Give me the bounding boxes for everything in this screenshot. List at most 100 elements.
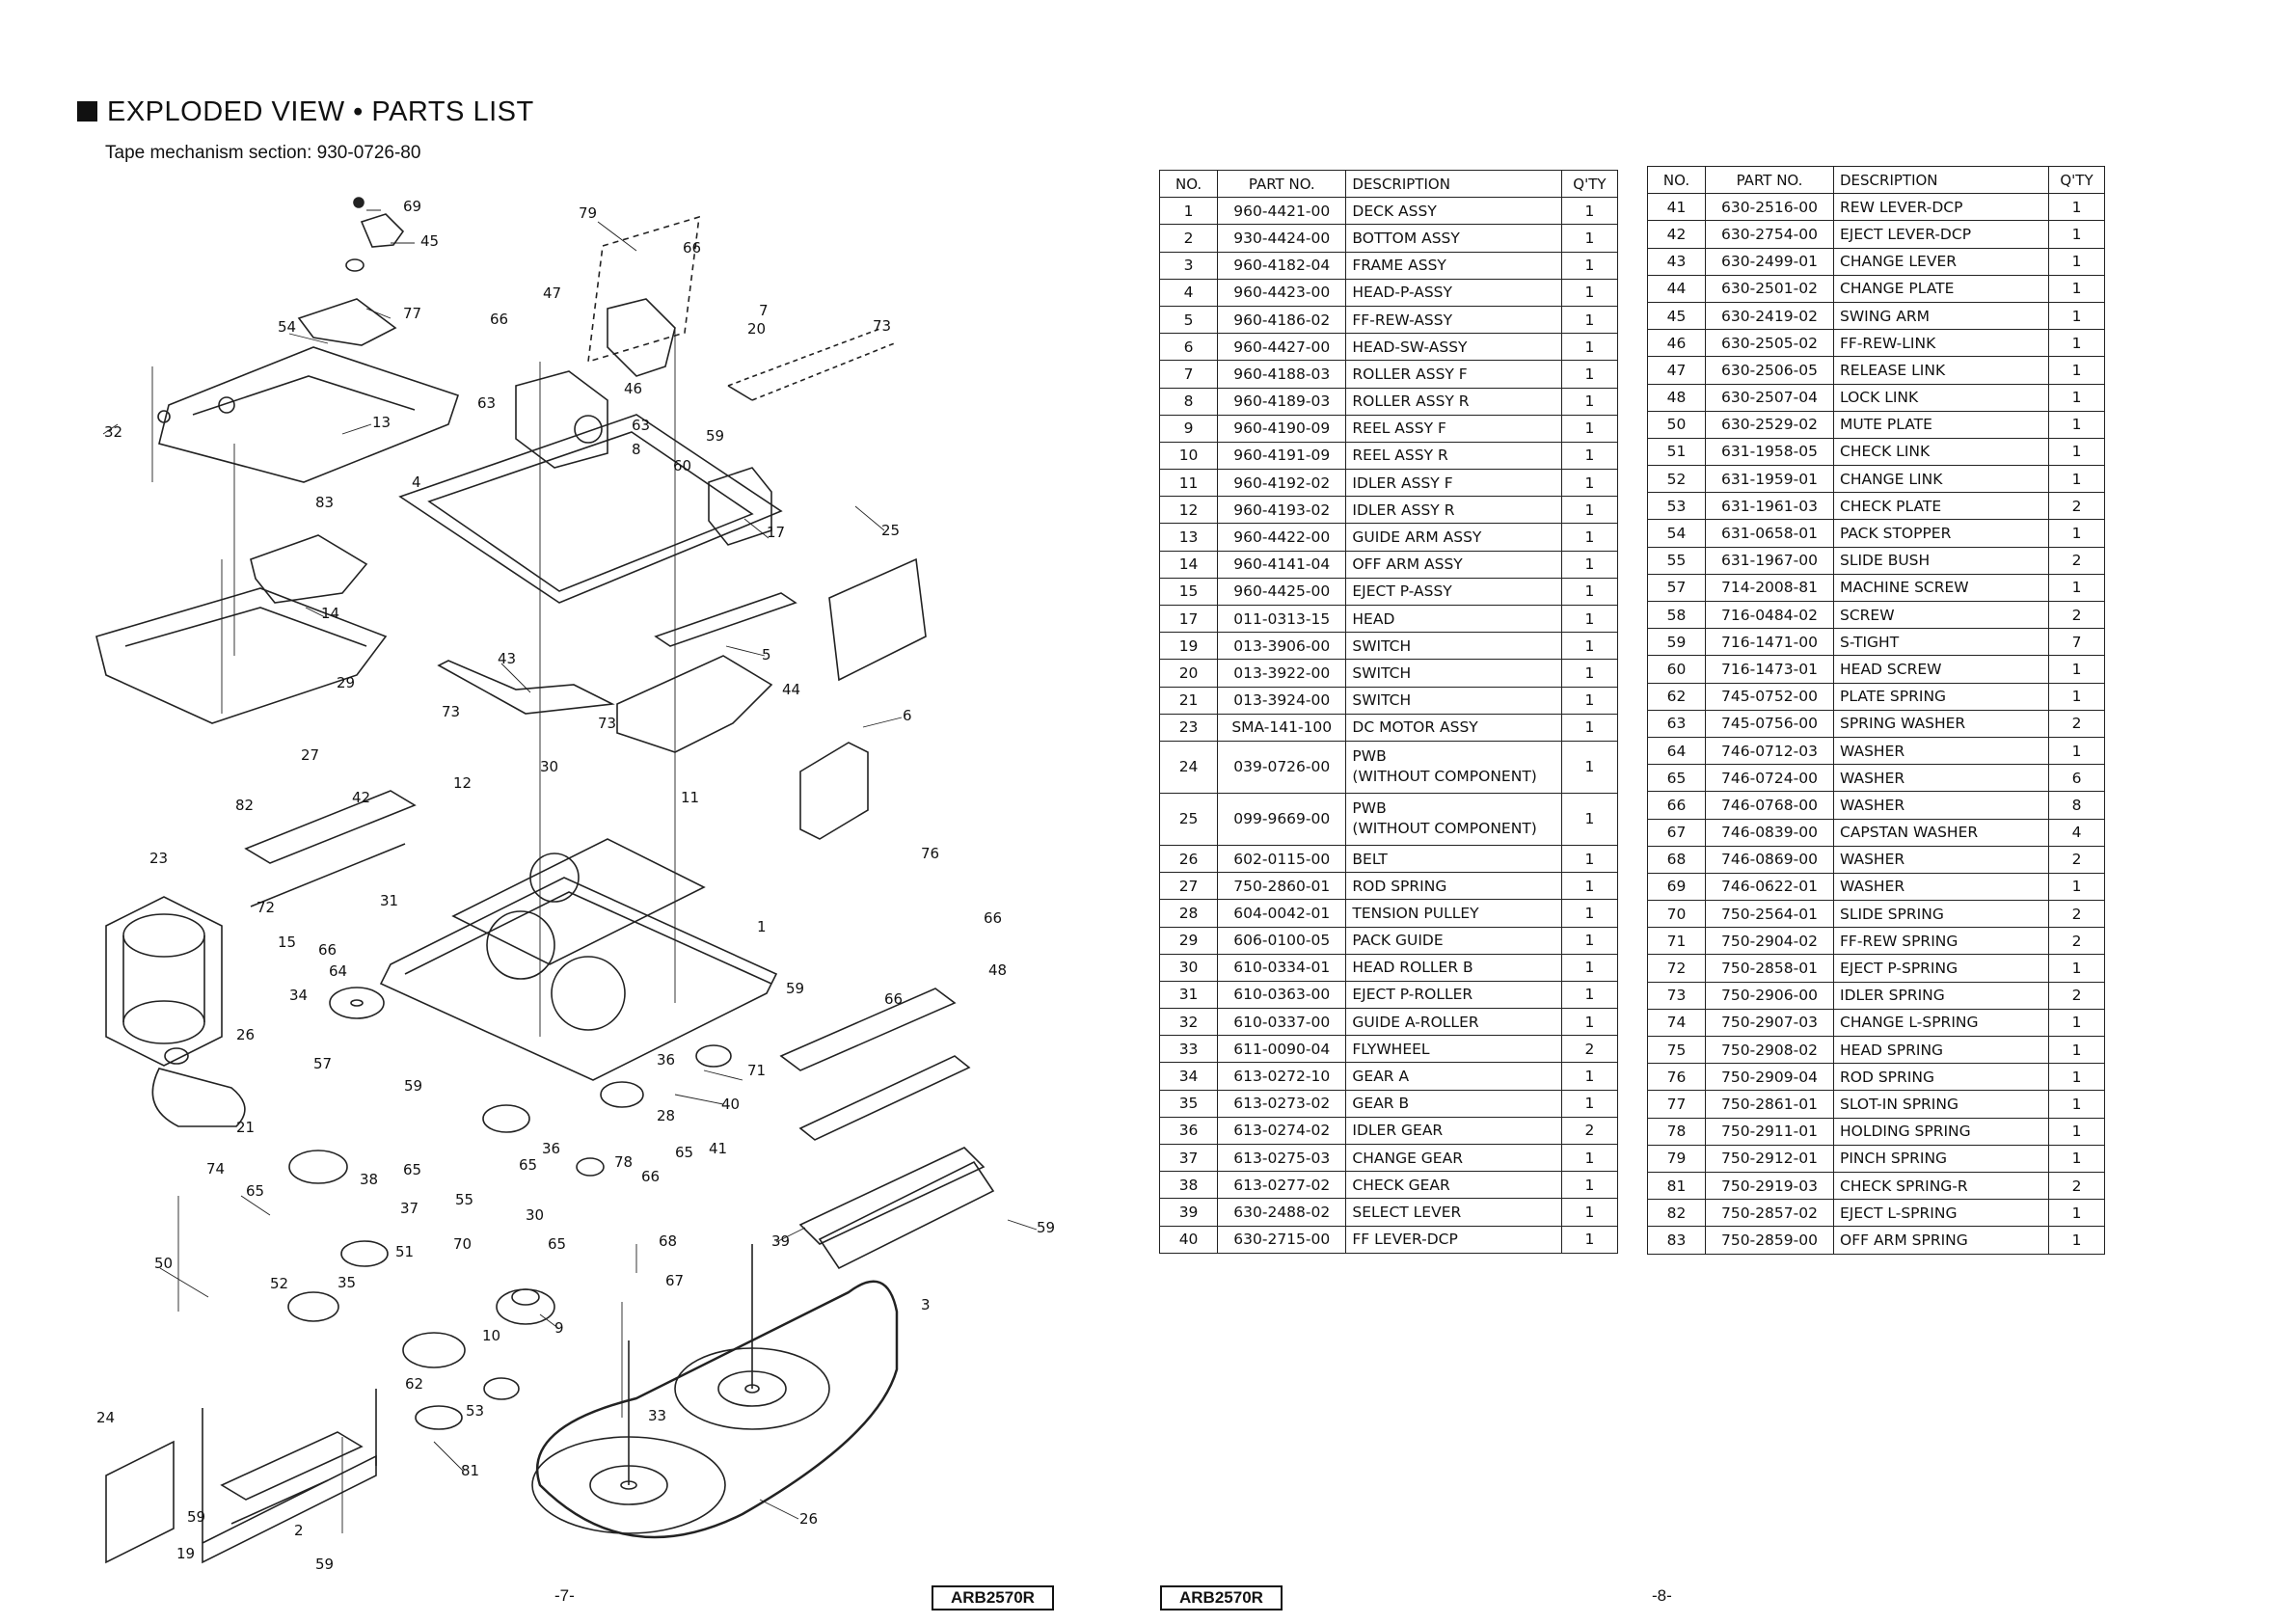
cell-no: 70	[1647, 900, 1706, 929]
col-header-description: DESCRIPTION	[1345, 169, 1562, 199]
cell-part-no: 630-2506-05	[1705, 356, 1834, 385]
cell-part-no: 960-4192-02	[1217, 469, 1347, 498]
svg-text:65: 65	[519, 1156, 537, 1174]
cell-qty: 1	[2048, 329, 2105, 358]
cell-part-no: 750-2906-00	[1705, 981, 1834, 1010]
cell-qty: 1	[2048, 193, 2105, 222]
cell-no: 40	[1158, 1225, 1219, 1254]
svg-text:30: 30	[526, 1206, 544, 1224]
svg-text:46: 46	[624, 380, 642, 397]
cell-no: 32	[1158, 1008, 1219, 1037]
cell-qty: 1	[2048, 872, 2105, 902]
cell-part-no: 750-2912-01	[1705, 1144, 1834, 1173]
cell-qty: 4	[2048, 818, 2105, 847]
cell-description: CAPSTAN WASHER	[1833, 818, 2049, 847]
svg-text:73: 73	[873, 317, 891, 335]
cell-description: SWITCH	[1345, 659, 1562, 688]
svg-text:54: 54	[278, 318, 296, 336]
cell-description: FF-REW-LINK	[1833, 329, 2049, 358]
svg-text:15: 15	[278, 934, 296, 951]
cell-description: EJECT LEVER-DCP	[1833, 220, 2049, 249]
svg-text:65: 65	[403, 1161, 421, 1178]
cell-no: 33	[1158, 1035, 1219, 1064]
cell-qty: 1	[1560, 550, 1619, 579]
svg-text:3: 3	[921, 1296, 931, 1313]
svg-text:4: 4	[412, 474, 421, 491]
cell-no: 20	[1158, 659, 1219, 688]
cell-no: 78	[1647, 1117, 1706, 1146]
cell-part-no: 750-2857-02	[1705, 1199, 1834, 1228]
cell-qty: 2	[2048, 927, 2105, 956]
svg-text:52: 52	[270, 1275, 288, 1292]
svg-text:47: 47	[543, 284, 561, 302]
cell-qty: 1	[2048, 220, 2105, 249]
cell-qty: 6	[2048, 764, 2105, 793]
svg-text:55: 55	[455, 1191, 473, 1208]
cell-no: 7	[1158, 360, 1219, 389]
cell-qty: 1	[1560, 686, 1619, 715]
cell-no: 13	[1158, 523, 1219, 552]
table-header-row: NO. PART NO. DESCRIPTION Q'TY	[1158, 169, 1619, 199]
cell-no: 47	[1647, 356, 1706, 385]
cell-no: 72	[1647, 954, 1706, 983]
cell-qty: 1	[2048, 356, 2105, 385]
cell-description: FF LEVER-DCP	[1345, 1225, 1562, 1254]
cell-description: HEAD SCREW	[1833, 655, 2049, 684]
cell-part-no: 750-2860-01	[1217, 872, 1347, 901]
svg-text:32: 32	[104, 423, 122, 441]
svg-text:59: 59	[187, 1508, 205, 1526]
svg-text:60: 60	[673, 457, 691, 474]
cell-description: HEAD-P-ASSY	[1345, 278, 1562, 307]
cell-description: PLATE SPRING	[1833, 682, 2049, 711]
col-header-no: NO.	[1158, 169, 1219, 199]
cell-description: BELT	[1345, 844, 1562, 874]
cell-description: SELECT LEVER	[1345, 1198, 1562, 1227]
svg-text:66: 66	[641, 1168, 660, 1185]
cell-part-no: 613-0277-02	[1217, 1171, 1347, 1200]
cell-qty: 1	[1560, 1062, 1619, 1091]
cell-part-no: 604-0042-01	[1217, 899, 1347, 928]
svg-text:28: 28	[657, 1107, 675, 1124]
cell-part-no: 610-0337-00	[1217, 1008, 1347, 1037]
cell-qty: 1	[1560, 387, 1619, 416]
cell-no: 82	[1647, 1199, 1706, 1228]
svg-text:70: 70	[453, 1235, 472, 1253]
svg-text:23: 23	[149, 850, 168, 867]
svg-text:29: 29	[337, 674, 355, 691]
cell-no: 6	[1158, 333, 1219, 362]
cell-part-no: 960-4423-00	[1217, 278, 1347, 307]
cell-description: WASHER	[1833, 736, 2049, 766]
cell-no: 12	[1158, 496, 1219, 525]
svg-text:10: 10	[482, 1327, 500, 1344]
cell-description: LOCK LINK	[1833, 383, 2049, 412]
description-line: (WITHOUT COMPONENT)	[1352, 820, 1537, 838]
cell-qty: 1	[2048, 301, 2105, 331]
model-badge-left: ARB2570R	[932, 1585, 1054, 1610]
cell-no: 68	[1647, 845, 1706, 874]
cell-description: GEAR B	[1345, 1089, 1562, 1118]
cell-qty: 1	[1560, 278, 1619, 307]
cell-part-no: 750-2858-01	[1705, 954, 1834, 983]
cell-description: REW LEVER-DCP	[1833, 193, 2049, 222]
svg-text:73: 73	[598, 715, 616, 732]
svg-text:34: 34	[289, 987, 308, 1004]
cell-part-no: 750-2861-01	[1705, 1090, 1834, 1119]
col-header-description: DESCRIPTION	[1833, 165, 2049, 195]
cell-qty: 2	[2048, 709, 2105, 738]
cell-part-no: 630-2501-02	[1705, 274, 1834, 303]
